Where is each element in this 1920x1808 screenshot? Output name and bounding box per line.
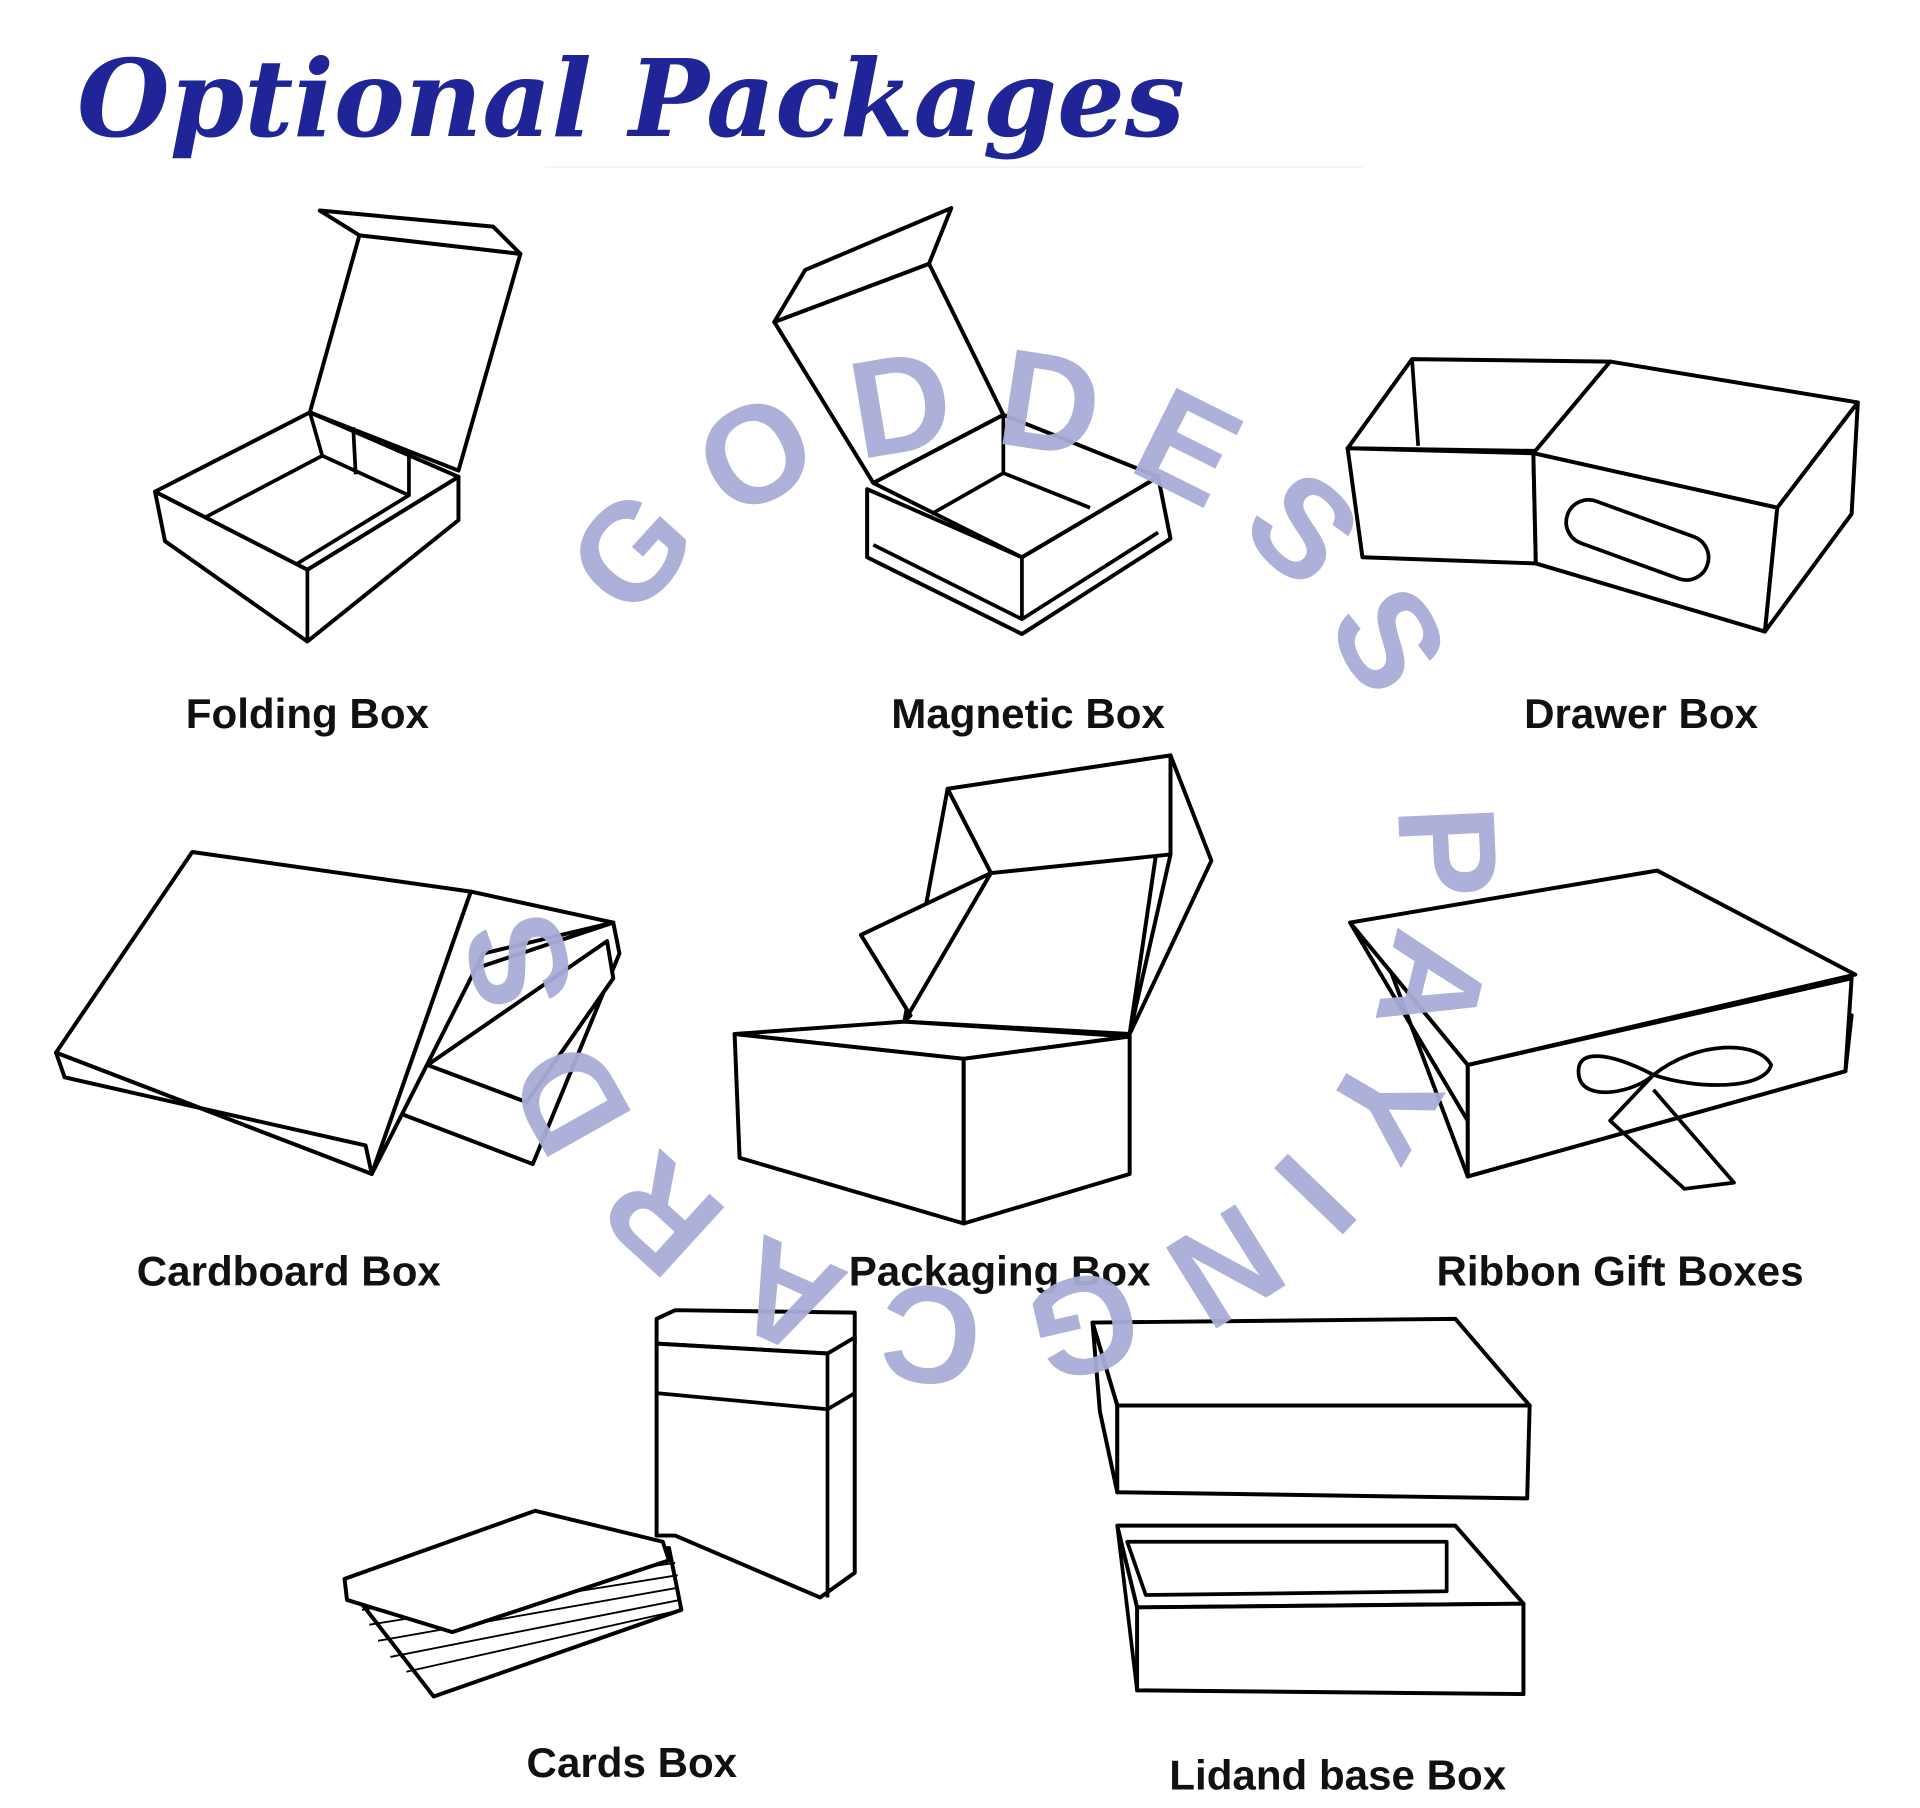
ribbon-gift-box-icon (1348, 868, 1858, 1191)
folding-box-icon (153, 208, 523, 644)
magnetic-box-icon (772, 206, 1173, 637)
cardboard-box-icon (54, 850, 622, 1176)
lid-and-base-box-icon (1090, 1316, 1532, 1697)
cards-box-icon (342, 1308, 857, 1699)
item-label-drawer-box: Drawer Box (1524, 690, 1759, 737)
drawer-box-icon (1345, 357, 1860, 634)
page-title: Optional Packages (77, 37, 1185, 162)
item-label-cards-box: Cards Box (527, 1739, 738, 1786)
item-label-packaging-box: Packaging Box (849, 1247, 1151, 1294)
packaging-box-icon (732, 753, 1214, 1226)
item-label-ribbon-gift-boxes: Ribbon Gift Boxes (1436, 1247, 1803, 1294)
item-label-cardboard-box: Cardboard Box (137, 1247, 442, 1294)
item-label-lid-and-base-box: Lidand base Box (1169, 1751, 1506, 1798)
item-label-folding-box: Folding Box (186, 690, 430, 737)
item-label-magnetic-box: Magnetic Box (891, 690, 1165, 737)
